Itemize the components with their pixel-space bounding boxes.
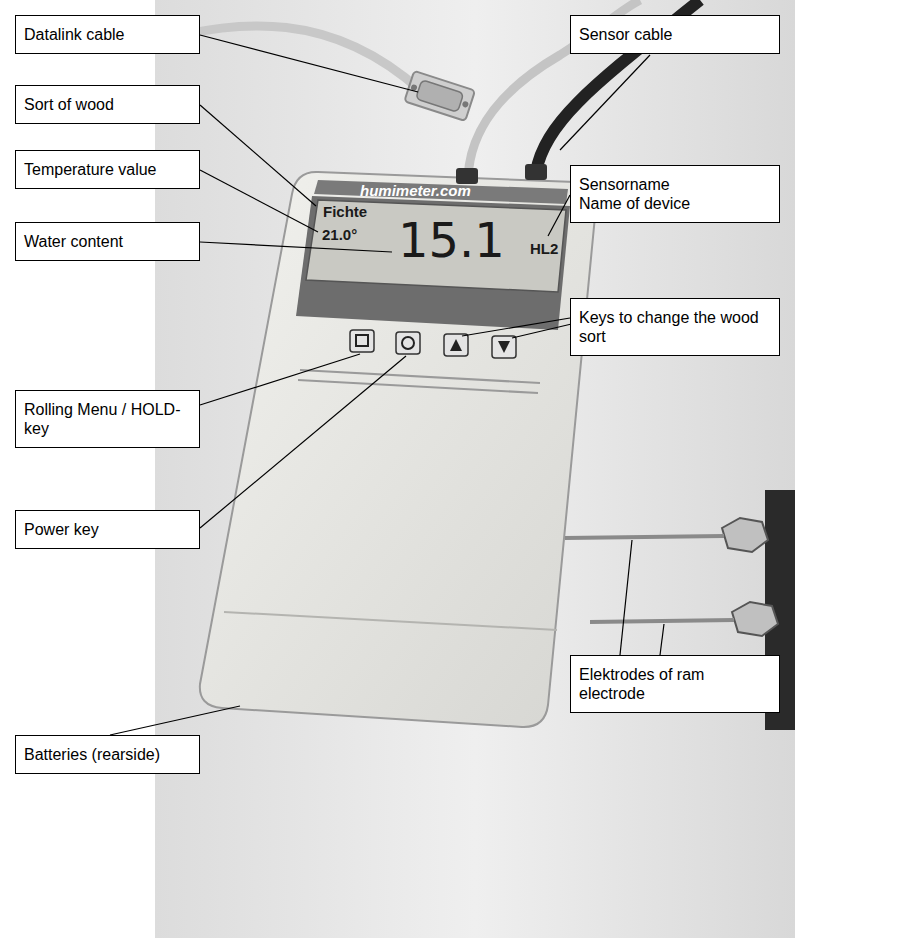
callout-text: Sort of wood [24,95,191,114]
callout-box: Power key [15,510,200,549]
callout-text: Datalink cable [24,25,191,44]
display-value: 15.1 [398,216,505,264]
callout-text: Sensorname [579,175,771,194]
callout-box: Batteries (rearside) [15,735,200,774]
display-text: Fichte [323,203,367,220]
callout-text: Temperature value [24,160,191,179]
callout-box: Temperature value [15,150,200,189]
display-text: 21.0° [322,226,357,243]
callout-text: Power key [24,520,191,539]
callout-text: Water content [24,232,191,251]
callout-text: Keys to change the wood sort [579,308,771,346]
callout-text: Elektrodes of ram electrode [579,665,771,703]
callout-box: Rolling Menu / HOLD-key [15,390,200,448]
callout-box: Sort of wood [15,85,200,124]
display-text: HL2 [530,240,558,257]
callout-text: Rolling Menu / HOLD-key [24,400,191,438]
callout-box: Water content [15,222,200,261]
callout-box: SensornameName of device [570,165,780,223]
callout-text: Sensor cable [579,25,771,44]
callout-text: Name of device [579,194,771,213]
callout-box: Elektrodes of ram electrode [570,655,780,713]
callout-text: Batteries (rearside) [24,745,191,764]
callout-box: Datalink cable [15,15,200,54]
brand-text: humimeter.com [360,182,471,199]
callout-box: Keys to change the wood sort [570,298,780,356]
callout-box: Sensor cable [570,15,780,54]
